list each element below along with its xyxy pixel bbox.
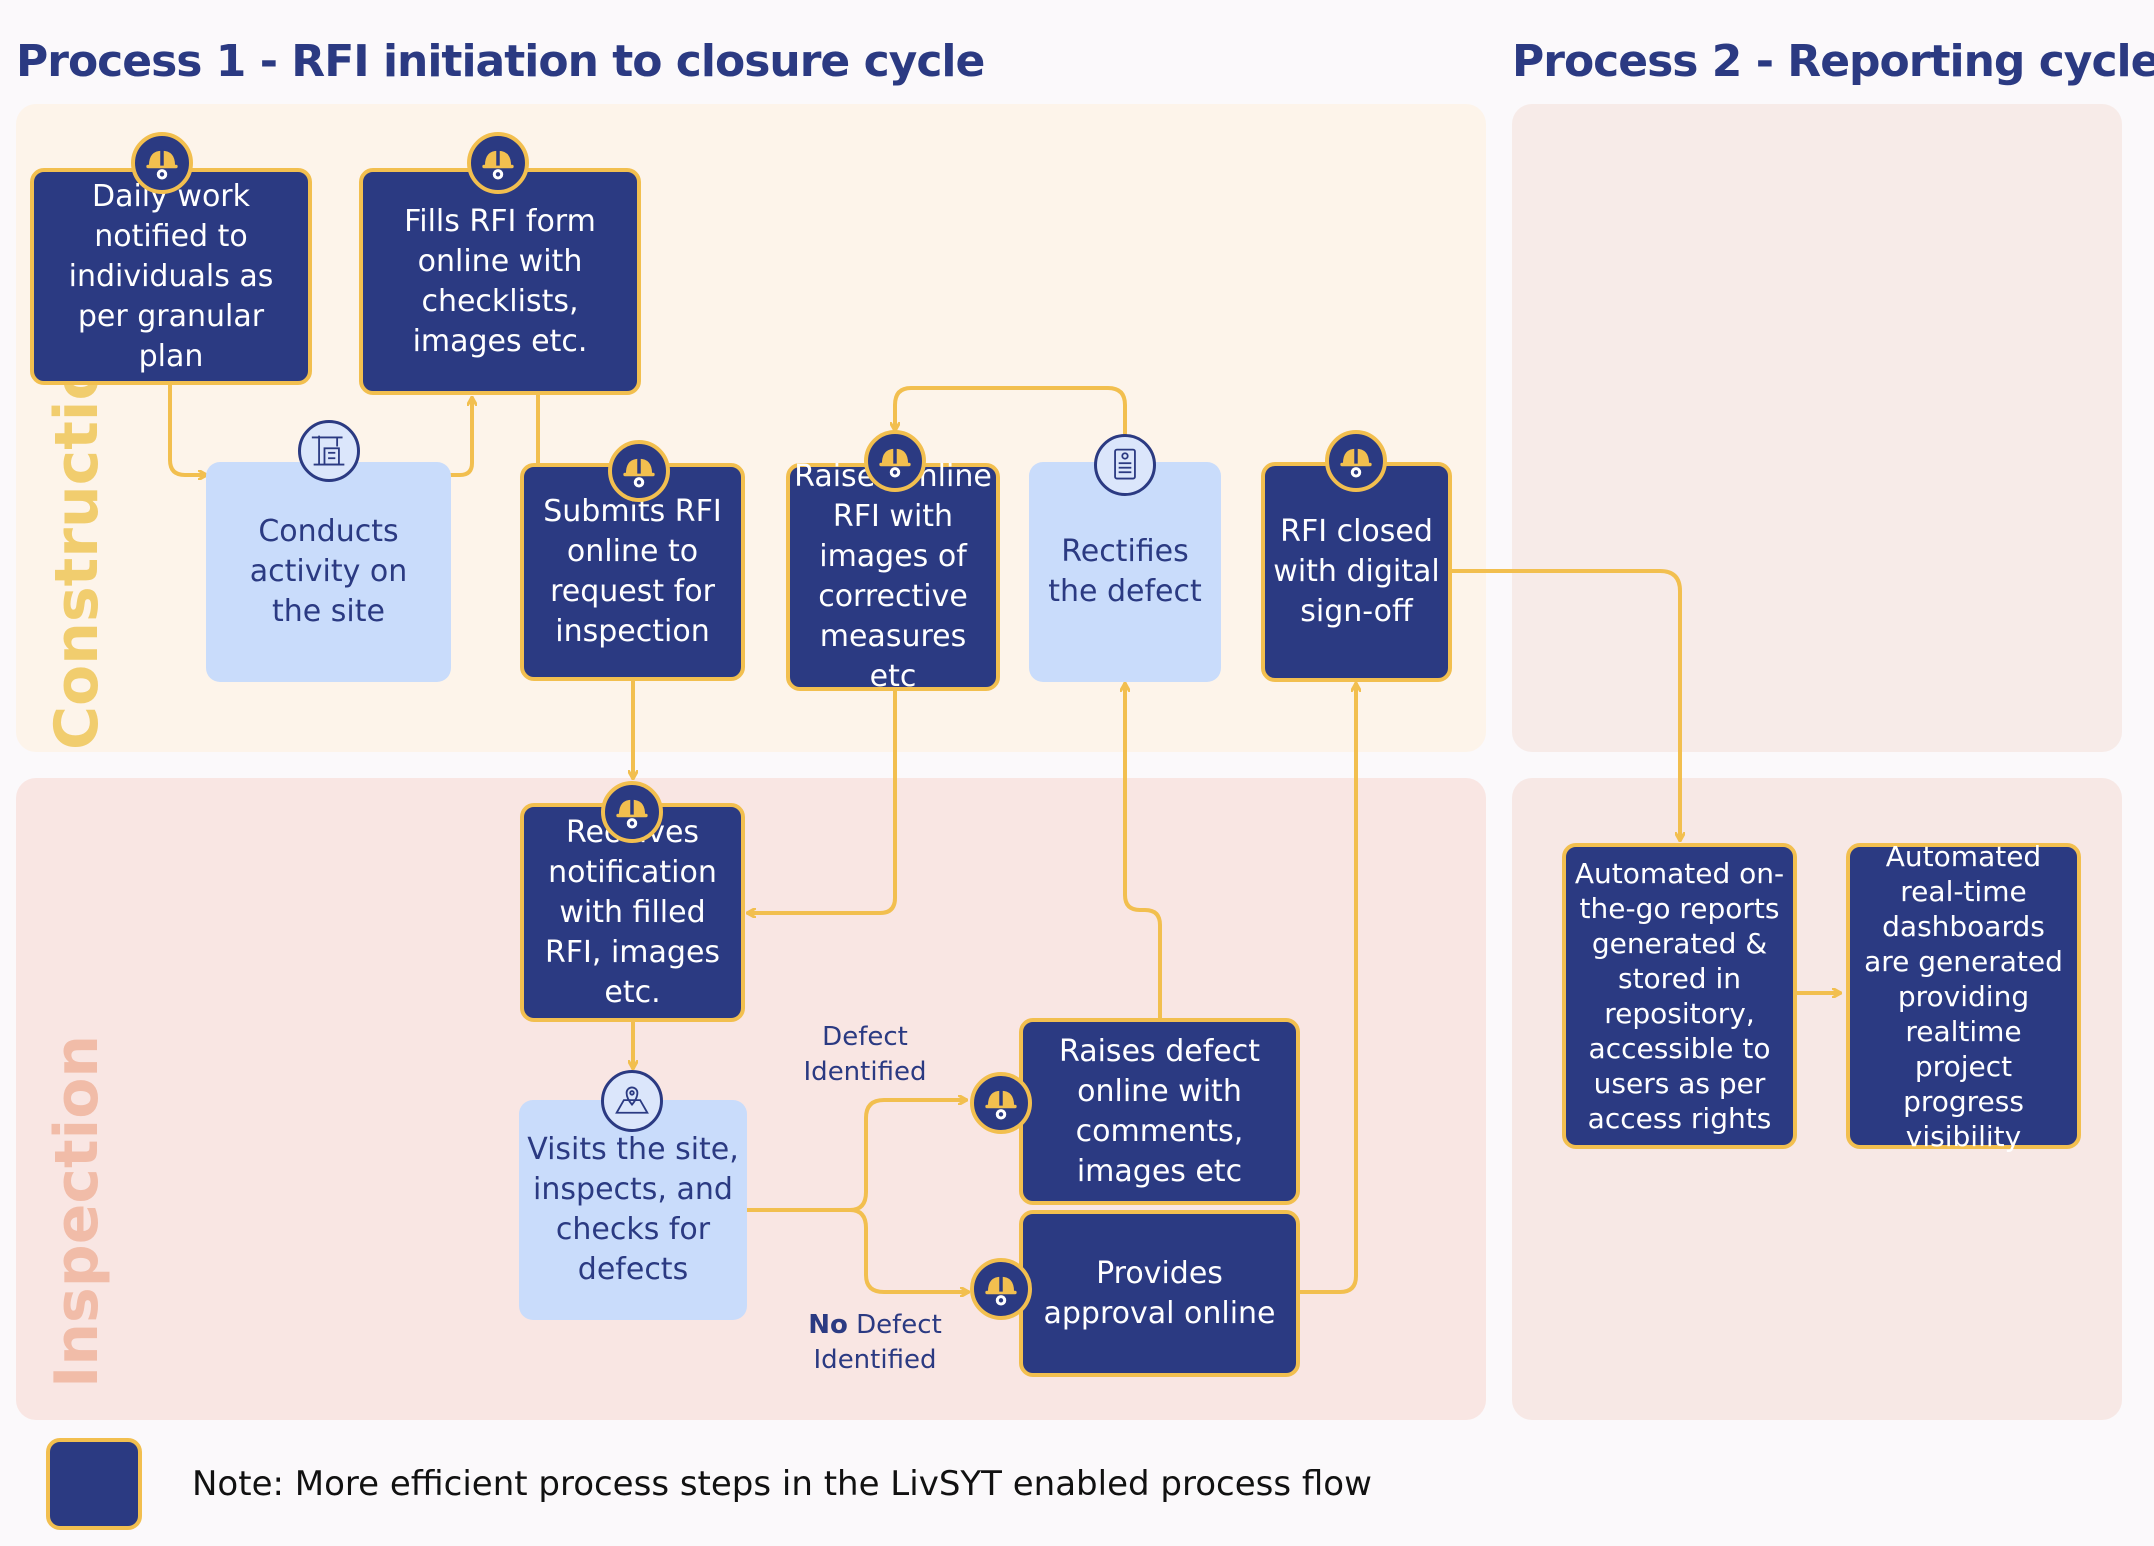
node-rfi-closed-text: RFI closed with digital sign-off — [1273, 514, 1440, 629]
node-receives-notification-text: Receives notification with filled RFI, i… — [544, 815, 721, 1010]
defect-identified-text: Defect Identified — [803, 1022, 927, 1087]
edge-raisesonline-to-receives — [746, 686, 897, 913]
edge-conducts-to-fills — [448, 396, 472, 477]
legend-swatch — [46, 1438, 142, 1530]
no-defect-bold-text: No — [808, 1310, 848, 1340]
worker-helmet-icon — [467, 132, 529, 194]
edge-visits-to-approval — [848, 1208, 970, 1292]
crane-building-icon — [298, 420, 360, 482]
node-raises-defect: Raises defect online with comments, imag… — [1019, 1018, 1300, 1205]
edge-rectifies-to-raisesonline — [895, 386, 1127, 462]
node-automated-reports: Automated on-the-go reports generated & … — [1562, 843, 1797, 1149]
node-raises-online-rfi-text: Raises online RFI with images of correct… — [794, 459, 992, 694]
node-daily-work: Daily work notified to individuals as pe… — [30, 168, 312, 385]
edge-approval-to-closed — [1298, 682, 1356, 1294]
map-location-icon — [601, 1070, 663, 1132]
node-rectifies-defect-text: Rectifies the defect — [1048, 534, 1202, 609]
edge-visits-to-raisesdefect — [744, 1100, 968, 1212]
node-fills-rfi: Fills RFI form online with checklists, i… — [359, 168, 641, 395]
node-rfi-closed: RFI closed with digital sign-off — [1261, 462, 1452, 682]
node-rectifies-defect: Rectifies the defect — [1029, 462, 1221, 682]
no-defect-rest-text: Defect Identified — [813, 1310, 942, 1375]
node-fills-rfi-text: Fills RFI form online with checklists, i… — [404, 203, 596, 359]
reporting-upper-panel — [1512, 104, 2122, 752]
edge-daily-to-conducts — [168, 383, 208, 475]
node-automated-dashboards: Automated real-time dashboards are gener… — [1846, 840, 2081, 1153]
worker-helmet-icon — [131, 132, 193, 194]
node-raises-online-rfi: Raises online RFI with images of correct… — [786, 459, 1000, 694]
legend-note: Note: More efficient process steps in th… — [192, 1464, 1372, 1504]
node-conducts-activity-text: Conducts activity on the site — [249, 514, 408, 629]
document-icon — [1094, 434, 1156, 496]
worker-helmet-icon — [601, 781, 663, 843]
edge-closed-to-reports — [1450, 569, 1680, 842]
node-conducts-activity: Conducts activity on the site — [206, 462, 451, 682]
process2-title: Process 2 - Reporting cycle — [1512, 36, 2154, 87]
edge-raisesdefect-to-rectifies — [1125, 682, 1162, 1020]
worker-helmet-icon — [1325, 430, 1387, 492]
process1-title: Process 1 - RFI initiation to closure cy… — [16, 36, 985, 87]
node-provides-approval-text: Provides approval online — [1043, 1255, 1276, 1331]
worker-helmet-icon — [864, 430, 926, 492]
node-submits-rfi-text: Submits RFI online to request for inspec… — [543, 494, 722, 649]
node-automated-reports-text: Automated on-the-go reports generated & … — [1574, 857, 1785, 1135]
node-raises-defect-text: Raises defect online with comments, imag… — [1059, 1033, 1260, 1189]
node-daily-work-text: Daily work notified to individuals as pe… — [68, 178, 274, 374]
worker-helmet-icon — [608, 440, 670, 502]
worker-helmet-icon — [970, 1258, 1032, 1320]
node-visits-site-text: Visits the site, inspects, and checks fo… — [527, 1132, 739, 1287]
defect-identified-label: Defect Identified — [800, 1020, 930, 1090]
worker-helmet-icon — [970, 1072, 1032, 1134]
no-defect-identified-label: No Defect Identified — [800, 1308, 950, 1378]
node-provides-approval: Provides approval online — [1019, 1210, 1300, 1377]
node-automated-dashboards-text: Automated real-time dashboards are gener… — [1864, 839, 2063, 1153]
node-visits-site: Visits the site, inspects, and checks fo… — [519, 1100, 747, 1320]
